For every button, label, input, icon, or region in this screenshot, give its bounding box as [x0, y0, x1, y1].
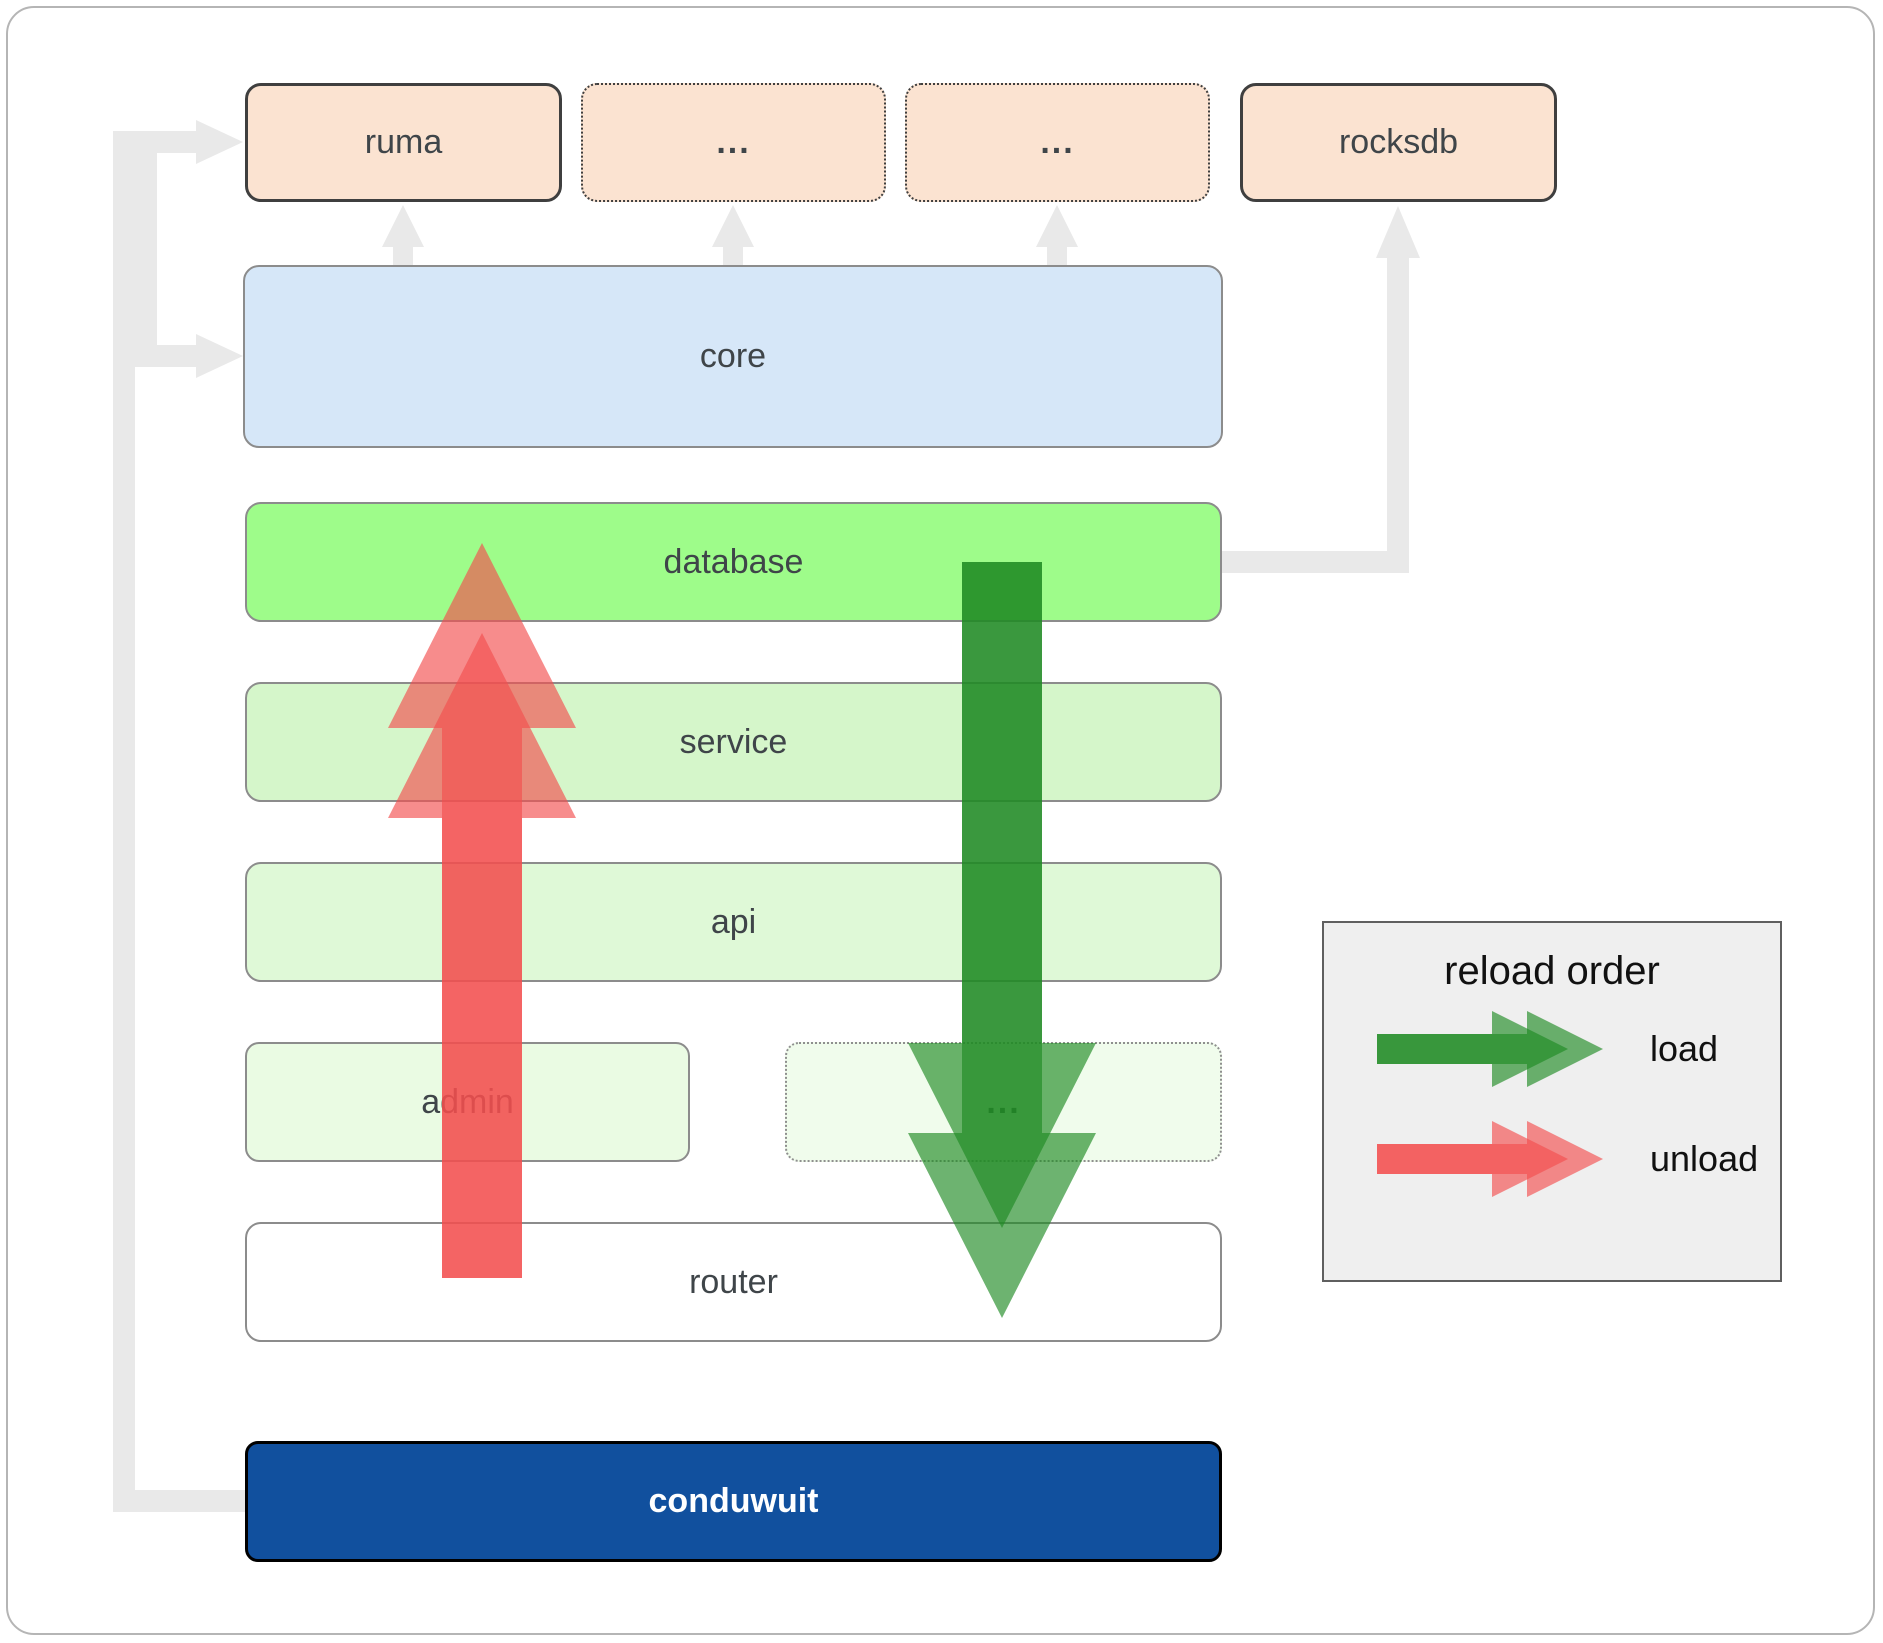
- conduwuit-label: conduwuit: [648, 1482, 819, 1520]
- box-dots-top-2: ...: [905, 83, 1210, 202]
- legend-row-load: load: [1352, 994, 1780, 1104]
- box-service: service: [245, 682, 1222, 802]
- legend-unload-arrow-icon: [1377, 1121, 1603, 1197]
- legend-row-unload: unload: [1352, 1104, 1780, 1214]
- ruma-label: ruma: [364, 123, 443, 161]
- box-admin-dots: ...: [785, 1042, 1222, 1162]
- admin-label: admin: [421, 1082, 514, 1121]
- router-label: router: [689, 1262, 778, 1301]
- box-api: api: [245, 862, 1222, 982]
- box-database: database: [245, 502, 1222, 622]
- legend-unload-label: unload: [1650, 1138, 1759, 1179]
- box-dots-top-1: ...: [581, 83, 886, 202]
- box-ruma: ruma: [245, 83, 562, 202]
- legend-title: reload order: [1444, 949, 1660, 993]
- box-rocksdb: rocksdb: [1240, 83, 1557, 202]
- legend-load-arrow-icon: [1377, 1011, 1603, 1087]
- dots-top-1-label: ...: [716, 123, 751, 161]
- dots-top-2-label: ...: [1040, 123, 1075, 161]
- legend: reload order load unload: [1322, 921, 1782, 1282]
- service-label: service: [679, 722, 788, 761]
- legend-load-label: load: [1650, 1028, 1719, 1069]
- rocksdb-label: rocksdb: [1338, 123, 1459, 161]
- box-core: core: [243, 265, 1223, 448]
- box-router: router: [245, 1222, 1222, 1342]
- database-label: database: [663, 542, 804, 581]
- api-label: api: [710, 902, 757, 941]
- admin-dots-label: ...: [986, 1082, 1021, 1121]
- core-label: core: [699, 337, 767, 375]
- outer-frame: [6, 6, 1875, 1635]
- box-admin: admin: [245, 1042, 690, 1162]
- box-conduwuit: conduwuit: [245, 1441, 1222, 1562]
